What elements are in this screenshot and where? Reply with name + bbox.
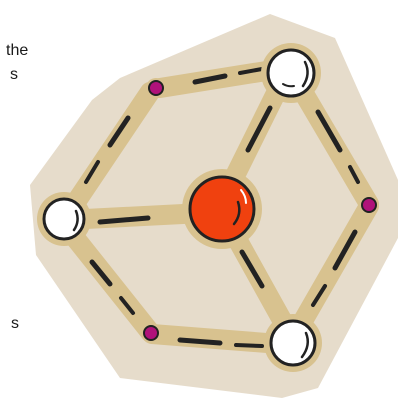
small-atom-right bbox=[359, 195, 379, 215]
white-atom-top bbox=[261, 43, 321, 103]
center-atom bbox=[182, 169, 262, 249]
small-atom-top bbox=[146, 78, 166, 98]
white-atom-left bbox=[37, 192, 91, 246]
small-atom-bottom bbox=[141, 323, 161, 343]
white-atom-bottom bbox=[264, 314, 322, 372]
